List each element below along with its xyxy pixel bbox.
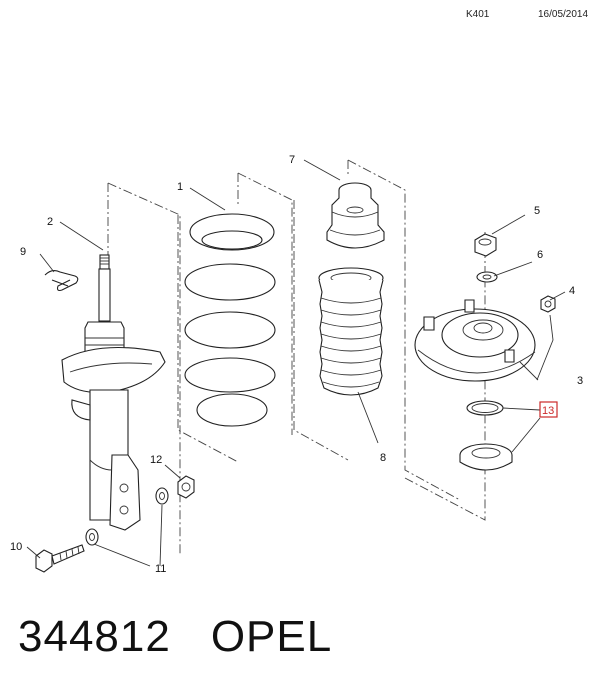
washer-right <box>155 487 169 505</box>
shock-absorber-strut <box>61 254 166 531</box>
bump-stop <box>326 182 385 249</box>
nut-4 <box>540 295 556 313</box>
nut-12 <box>177 475 195 499</box>
callout-6: 6 <box>537 249 543 261</box>
leader-lines <box>26 159 566 567</box>
part-footer: 344812 OPEL <box>18 612 332 662</box>
part-number: 344812 <box>18 612 171 661</box>
callout-7: 7 <box>289 154 295 166</box>
diagram-code: K401 <box>466 9 490 20</box>
diagram-date: 16/05/2014 <box>538 9 589 20</box>
callout-10: 10 <box>10 541 22 553</box>
callout-13-highlight-box <box>539 401 558 418</box>
callout-3: 3 <box>577 375 583 387</box>
callout-12: 12 <box>150 454 162 466</box>
coil-spring <box>184 213 276 427</box>
callout-8: 8 <box>380 452 386 464</box>
callout-1: 1 <box>177 181 183 193</box>
nut-5 <box>474 233 497 257</box>
callout-11: 11 <box>155 563 166 575</box>
washer-6 <box>476 271 498 283</box>
mount-bearing <box>459 443 513 471</box>
brand-name: OPEL <box>210 612 333 661</box>
o-ring <box>466 400 504 416</box>
callout-2: 2 <box>47 216 53 228</box>
washer-left <box>85 528 99 546</box>
bolt-10 <box>35 544 85 573</box>
spring-clip <box>44 269 79 292</box>
callout-9: 9 <box>20 246 26 258</box>
strut-mount <box>414 299 536 382</box>
callout-13: 13 <box>542 405 554 417</box>
callout-5: 5 <box>534 205 540 217</box>
protective-boot <box>318 267 384 396</box>
callout-4: 4 <box>569 285 575 297</box>
